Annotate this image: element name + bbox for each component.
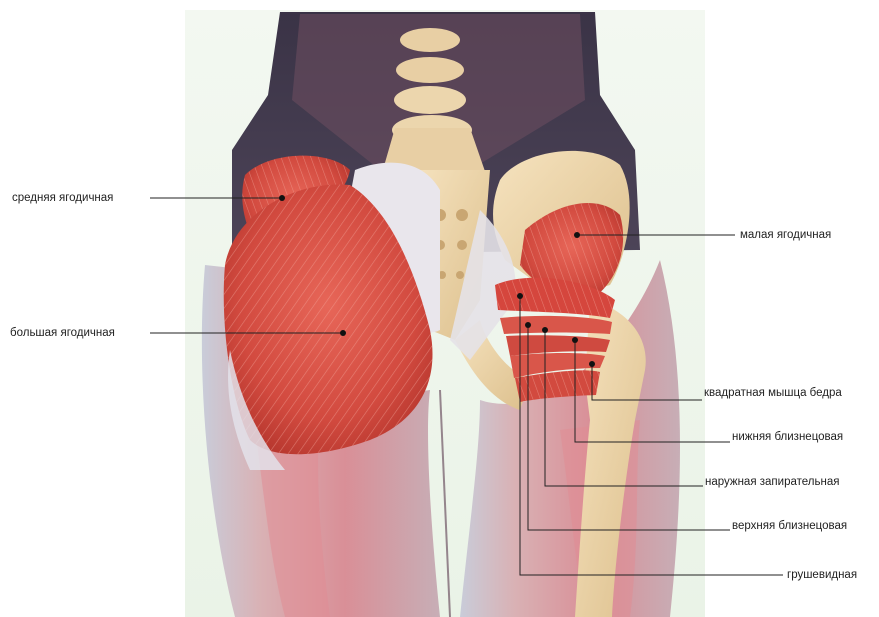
label-gemellus-superior: верхняя близнецовая xyxy=(732,519,847,533)
label-gluteus-medius: средняя ягодичная xyxy=(12,191,113,205)
label-quadratus-femoris: квадратная мышца бедра xyxy=(704,386,842,400)
label-piriformis: грушевидная xyxy=(787,568,857,582)
dot-piriformis xyxy=(517,293,523,299)
dot-quadratus-femoris xyxy=(589,361,595,367)
dot-gluteus-minimus xyxy=(574,232,580,238)
label-gluteus-minimus: малая ягодичная xyxy=(740,228,831,242)
label-gemellus-inferior: нижняя близнецовая xyxy=(732,430,843,444)
dot-gluteus-medius xyxy=(279,195,285,201)
dot-obturator-externus xyxy=(542,327,548,333)
dot-gemellus-inferior xyxy=(572,337,578,343)
dot-gemellus-superior xyxy=(525,322,531,328)
label-obturator-externus: наружная запирательная xyxy=(705,475,839,489)
dot-gluteus-maximus xyxy=(340,330,346,336)
label-gluteus-maximus: большая ягодичная xyxy=(10,326,115,340)
